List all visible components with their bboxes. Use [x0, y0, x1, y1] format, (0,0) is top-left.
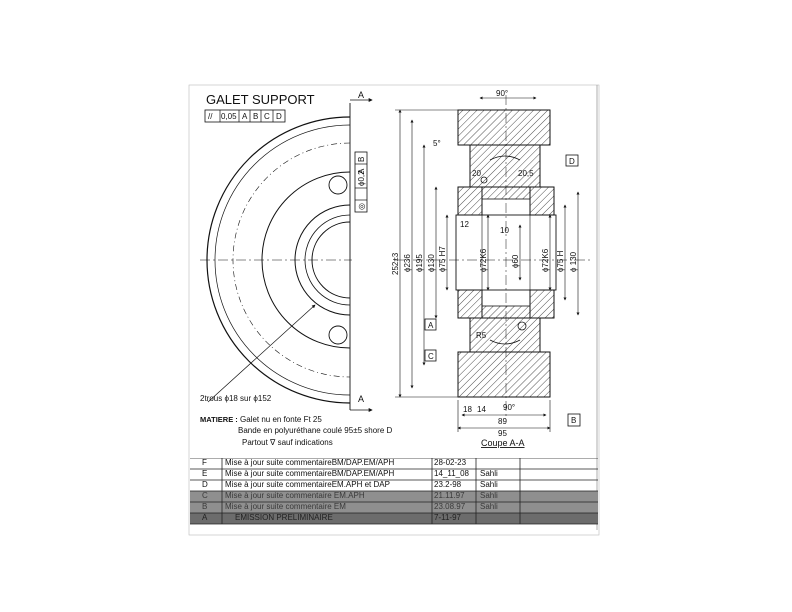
dim-r5: R5: [476, 331, 487, 340]
revision-text: Mise à jour suite commentaireEM.APH et D…: [225, 480, 390, 489]
revision-name: Sahli: [480, 502, 498, 511]
dim-195: ϕ195: [415, 254, 424, 272]
revision-letter: C: [202, 491, 208, 500]
revision-text: Mise à jour suite commentaire EM.APH: [225, 491, 365, 500]
revision-row-b: B Mise à jour suite commentaire EM 23.08…: [190, 502, 598, 513]
holes-callout: 2trous ϕ18 sur ϕ152: [200, 394, 272, 403]
section-view: [395, 95, 590, 420]
revision-name: Sahli: [480, 491, 498, 500]
dim-75h-right: ϕ75 H: [556, 250, 565, 272]
datum-b: B: [567, 413, 581, 427]
svg-text:D: D: [569, 157, 575, 166]
dim-130-right: ϕ 130: [569, 251, 578, 272]
revision-row-c: C Mise à jour suite commentaire EM.APH 2…: [190, 491, 598, 502]
revision-text: Mise à jour suite commentaireBM/DAP.EM/A…: [225, 469, 395, 478]
revision-table: F Mise à jour suite commentaireBM/DAP.EM…: [190, 458, 598, 534]
dim-90-bottom: 90°: [503, 403, 515, 412]
dim-72k6-right: ϕ72K6: [541, 248, 550, 272]
dim-12: 12: [460, 220, 469, 229]
section-title: Coupe A-A: [481, 438, 525, 448]
dim-14: 14: [477, 405, 486, 414]
dim-75h7: ϕ75 H7: [438, 246, 447, 272]
tol-value: 0,05: [221, 112, 237, 121]
dim-chamfer: 5°: [433, 139, 441, 148]
revision-letter: B: [202, 502, 208, 511]
revision-letter: F: [202, 458, 207, 467]
dim-10: 10: [500, 226, 509, 235]
revision-date: 14_11_08: [434, 469, 469, 478]
dim-89: 89: [498, 417, 507, 426]
revision-date: 23.2-98: [434, 480, 462, 489]
tolerance-frame: // 0,05 A B C D: [204, 109, 286, 123]
revision-text: Mise à jour suite commentaire EM: [225, 502, 346, 511]
revision-letter: E: [202, 469, 208, 478]
dim-72k6: ϕ72K6: [479, 248, 488, 272]
side-tol-value: ϕ0,2: [357, 170, 366, 186]
material-line-2: Bande en polyuréthane coulé 95±5 shore D: [238, 426, 393, 435]
revision-date: 21.11.97: [434, 491, 465, 500]
tol-datum-d: D: [276, 112, 282, 121]
svg-text:C: C: [428, 352, 434, 361]
revision-row-d: D Mise à jour suite commentaireEM.APH et…: [190, 480, 598, 491]
revision-date: 28-02-23: [434, 458, 467, 467]
section-mark-bottom: A: [358, 394, 364, 404]
revision-grid: [190, 458, 598, 525]
side-tol-datum-b: B: [357, 157, 366, 162]
dim-top-angle: 90°: [496, 89, 508, 98]
svg-text:B: B: [571, 416, 576, 425]
revision-row-a: A EMISSION PRELIMINAIRE 7-11-97: [190, 513, 598, 524]
sheet-border: [188, 84, 600, 536]
revision-name: Sahli: [480, 469, 498, 478]
section-mark-top: A: [358, 90, 364, 100]
datum-a: A: [424, 318, 437, 331]
side-tolerance-frame: B A ϕ0,2 ◎: [354, 151, 368, 213]
tol-datum-b: B: [253, 112, 258, 121]
dim-20: 20: [472, 169, 481, 178]
dim-95: 95: [498, 429, 507, 438]
material-label: MATIERE :: [200, 415, 238, 424]
tol-symbol: //: [208, 112, 213, 121]
revision-date: 23.08.97: [434, 502, 466, 511]
dim-18: 18: [463, 405, 472, 414]
material-line-3: Partout ∇ sauf indications: [242, 438, 333, 447]
revision-letter: D: [202, 480, 208, 489]
revision-row-e: E Mise à jour suite commentaireBM/DAP.EM…: [190, 469, 598, 480]
tol-datum-a: A: [242, 112, 248, 121]
dim-20-5: 20,5: [518, 169, 534, 178]
dim-236: ϕ236: [403, 254, 412, 272]
vertical-dims: [395, 96, 580, 432]
revision-date: 7-11-97: [434, 513, 461, 522]
revision-row-f: F Mise à jour suite commentaireBM/DAP.EM…: [190, 458, 598, 469]
datum-c: C: [424, 349, 437, 362]
tol-datum-c: C: [264, 112, 270, 121]
material-line-1: Galet nu en fonte Ft 25: [240, 415, 322, 424]
side-tol-datum-a: A: [357, 168, 366, 174]
dim-130: ϕ130: [427, 254, 436, 272]
dim-60: ϕ60: [511, 254, 520, 268]
revision-text: EMISSION PRELIMINAIRE: [235, 513, 333, 522]
drawing-title: GALET SUPPORT: [206, 92, 315, 107]
side-tol-symbol: ◎: [357, 203, 366, 210]
front-view: [200, 98, 373, 412]
revision-text: Mise à jour suite commentaireBM/DAP.EM/A…: [225, 458, 395, 467]
svg-text:A: A: [428, 321, 434, 330]
dim-252: 252±3: [391, 252, 400, 275]
datum-d: D: [565, 154, 579, 167]
revision-name: Sahli: [480, 480, 498, 489]
revision-letter: A: [202, 513, 208, 522]
